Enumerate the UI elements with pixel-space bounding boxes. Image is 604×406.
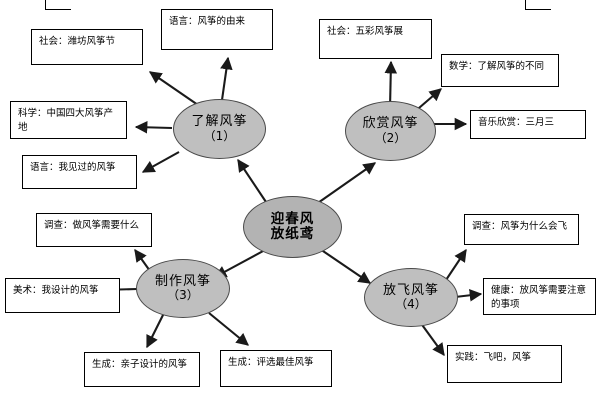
leaf-text: 实践：飞吧，风筝 [455, 352, 532, 363]
edge-branch3-to-leaf-best [208, 312, 249, 346]
node-branch-4[interactable]: 放飞风筝 （4） [364, 268, 458, 327]
node-center[interactable]: 迎春风 放纸鸢 [243, 196, 342, 258]
edge-branch1-to-leaf-language [141, 151, 180, 173]
node-branch-1[interactable]: 了解风筝 （1） [173, 99, 266, 159]
leaf-text: 语言：风筝的由来 [169, 16, 246, 27]
corner-tick-right [525, 0, 551, 10]
leaf-box-math-difference[interactable]: 数学：了解风筝的不同 [441, 54, 559, 87]
corner-tick-left [45, 0, 71, 10]
leaf-box-practice-fly[interactable]: 实践：飞吧，风筝 [447, 345, 562, 383]
leaf-text: 社会：潍坊风筝节 [39, 36, 116, 47]
leaf-text: 美术：我设计的风筝 [13, 285, 99, 296]
leaf-box-generate-parentchild[interactable]: 生成：亲子设计的风筝 [84, 352, 200, 387]
edge-center-to-branch-2 [314, 162, 377, 206]
node-branch-3-number: （3） [167, 288, 199, 303]
edge-center-to-branch-1 [237, 158, 269, 206]
leaf-text: 调查：风筝为什么会飞 [472, 221, 568, 232]
edge-branch4-to-leaf-whyfly [443, 248, 467, 284]
leaf-box-generate-best[interactable]: 生成：评选最佳风筝 [220, 350, 332, 387]
leaf-box-health-cautions[interactable]: 健康：放风筝需要注意的事项 [483, 278, 596, 315]
node-branch-3-label: 制作风筝 [154, 273, 211, 289]
leaf-text: 生成：亲子设计的风筝 [92, 359, 188, 370]
leaf-box-music-sanyuesan[interactable]: 音乐欣赏：三月三 [470, 110, 586, 139]
leaf-box-survey-whyfly[interactable]: 调查：风筝为什么会飞 [464, 214, 579, 245]
leaf-text: 生成：评选最佳风筝 [228, 357, 314, 368]
node-branch-2-number: （2） [374, 130, 407, 145]
leaf-text: 音乐欣赏：三月三 [478, 117, 555, 128]
node-center-line1: 迎春风 [270, 210, 315, 227]
leaf-text: 语言：我见过的风筝 [30, 162, 116, 173]
edge-branch1-to-leaf-society [148, 71, 199, 106]
node-branch-4-label: 放飞风筝 [382, 282, 439, 298]
leaf-box-society-weifang[interactable]: 社会：潍坊风筝节 [31, 29, 143, 65]
edge-branch1-to-leaf-science [134, 121, 173, 134]
node-branch-2[interactable]: 欣赏风筝 （2） [345, 101, 436, 161]
edge-branch3-to-leaf-parent [146, 312, 165, 349]
node-branch-3[interactable]: 制作风筝 （3） [136, 259, 230, 318]
leaf-text: 数学：了解风筝的不同 [449, 61, 545, 72]
edge-center-to-branch-4 [319, 248, 372, 284]
leaf-text: 社会：五彩风筝展 [327, 26, 404, 37]
leaf-box-art-mydesign[interactable]: 美术：我设计的风筝 [5, 278, 120, 313]
node-branch-1-label: 了解风筝 [191, 114, 248, 129]
node-branch-1-number: （1） [203, 128, 236, 143]
node-branch-2-label: 欣赏风筝 [362, 116, 419, 131]
leaf-text: 科学：中国四大风筝产地 [18, 108, 114, 133]
leaf-box-survey-materials[interactable]: 调查：做风筝需要什么 [36, 213, 152, 247]
leaf-box-language-seen[interactable]: 语言：我见过的风筝 [22, 155, 137, 189]
node-center-line2: 放纸鸢 [270, 226, 315, 242]
edge-branch4-to-leaf-practice [419, 321, 445, 357]
node-branch-4-number: （4） [395, 297, 427, 312]
edge-branch2-to-leaf-exhibition [384, 60, 398, 109]
edge-branch4-to-leaf-health [454, 289, 483, 302]
leaf-box-society-exhibition[interactable]: 社会：五彩风筝展 [319, 19, 432, 59]
leaf-text: 调查：做风筝需要什么 [44, 220, 140, 231]
leaf-box-language-origin[interactable]: 语言：风筝的由来 [161, 9, 273, 50]
edge-branch1-to-leaf-origin [220, 56, 233, 101]
leaf-text: 健康：放风筝需要注意的事项 [491, 285, 587, 310]
leaf-box-science-origins[interactable]: 科学：中国四大风筝产地 [10, 101, 127, 139]
